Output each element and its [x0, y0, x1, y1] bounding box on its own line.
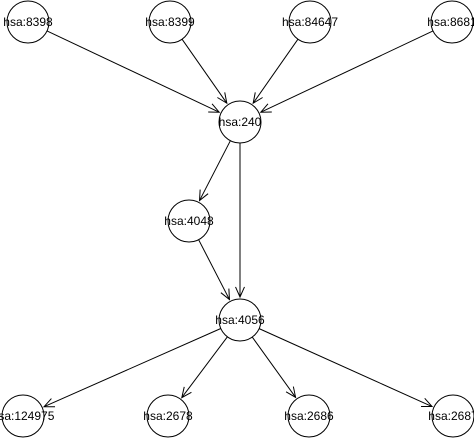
node-n124975: hsa:124975	[0, 394, 55, 438]
node-circle	[430, 0, 474, 44]
edge-line	[258, 328, 433, 408]
node-label: hsa:2678	[143, 409, 193, 423]
edge-line	[260, 30, 434, 113]
node-circle	[6, 0, 50, 44]
edge-n240-n4048	[198, 140, 231, 202]
node-circle	[1, 394, 45, 438]
node-n8399: hsa:8399	[145, 0, 195, 44]
node-n4056: hsa:4056	[215, 298, 265, 342]
node-circle	[218, 100, 262, 144]
node-label: hsa:8399	[145, 15, 195, 29]
node-circle	[288, 0, 332, 44]
edge-n240-n4056	[235, 143, 245, 299]
edges-layer	[42, 30, 434, 408]
edge-arrowhead	[259, 103, 272, 113]
edge-line	[199, 140, 231, 201]
node-circle	[146, 394, 190, 438]
node-circle	[148, 0, 192, 44]
node-n8398: hsa:8398	[3, 0, 53, 44]
edge-arrowhead	[198, 189, 209, 202]
edge-arrowhead	[42, 398, 56, 408]
node-circle	[287, 394, 331, 438]
node-label: hsa:2687	[428, 409, 474, 423]
node-label: hsa:4056	[215, 313, 265, 327]
edge-n4056-n124975	[42, 328, 221, 408]
node-n240: hsa:240	[218, 100, 262, 144]
node-circle	[431, 394, 474, 438]
node-label: hsa:4048	[164, 214, 214, 228]
edge-arrowhead	[220, 288, 231, 301]
edge-line	[181, 336, 228, 398]
edge-arrowhead	[421, 398, 434, 408]
edge-arrowhead	[252, 92, 263, 105]
edge-n8399-n240	[181, 38, 228, 105]
node-n2686: hsa:2686	[284, 394, 334, 438]
edge-line	[181, 38, 228, 104]
node-n4048: hsa:4048	[164, 199, 214, 243]
node-n2678: hsa:2678	[143, 394, 193, 438]
node-n2687: hsa:2687	[428, 394, 474, 438]
node-label: hsa:240	[219, 115, 262, 129]
node-label: hsa:8398	[3, 15, 53, 29]
edge-arrowhead	[208, 103, 221, 113]
edge-arrowhead	[217, 92, 228, 105]
node-circle	[167, 199, 211, 243]
node-label: hsa:84647	[282, 15, 338, 29]
edge-line	[46, 30, 220, 113]
edge-line	[198, 239, 230, 300]
edge-n8398-n240	[46, 30, 221, 113]
edge-n4056-n2686	[251, 336, 297, 399]
edge-line	[252, 38, 299, 104]
node-label: hsa:8681	[427, 15, 474, 29]
edge-n4056-n2678	[181, 336, 228, 399]
node-n8681: hsa:8681	[427, 0, 474, 44]
edge-n8681-n240	[259, 30, 434, 113]
node-label: hsa:2686	[284, 409, 334, 423]
edge-arrowhead	[285, 386, 297, 399]
node-label: hsa:124975	[0, 409, 55, 423]
edge-line	[43, 328, 221, 408]
node-n84647: hsa:84647	[282, 0, 338, 44]
edge-n4048-n4056	[198, 239, 231, 301]
edge-arrowhead	[181, 386, 192, 399]
node-circle	[218, 298, 262, 342]
edge-n84647-n240	[252, 38, 299, 105]
edge-n4056-n2687	[258, 328, 434, 408]
edge-arrowhead	[235, 286, 245, 299]
edge-line	[251, 336, 296, 398]
